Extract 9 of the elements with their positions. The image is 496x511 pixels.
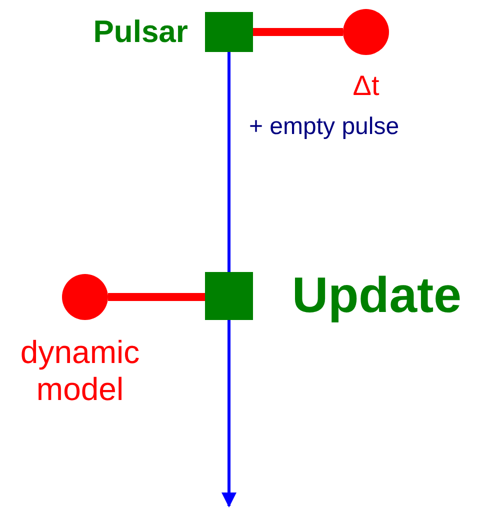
node-label: dynamic model (19, 334, 141, 408)
node-label: Update (292, 267, 462, 324)
edge-label: + empty pulse (249, 114, 400, 140)
node-label: Pulsar (92, 14, 188, 50)
connector-line (108, 293, 205, 301)
arrow (222, 320, 236, 508)
connector-line (228, 52, 230, 272)
connector-line (253, 28, 343, 36)
node-label: Δt (352, 70, 380, 102)
